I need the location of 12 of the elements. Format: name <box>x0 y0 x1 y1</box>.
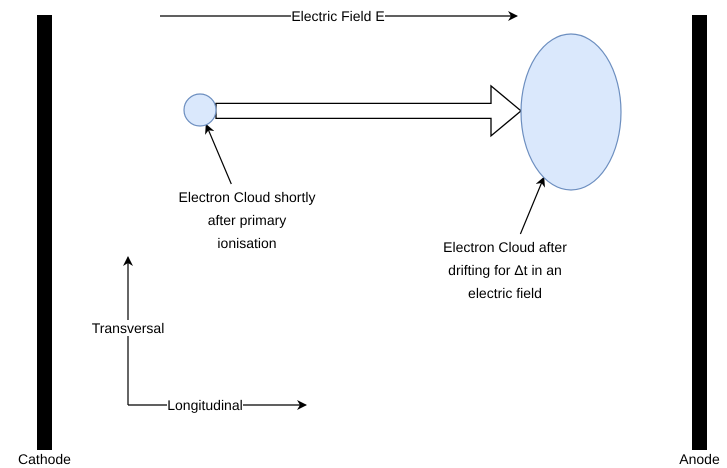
axis-label: Longitudinal <box>167 397 243 413</box>
annotation-text: Electron Cloud after drifting for Δt in an electric field <box>432 236 578 305</box>
field-label: Electric Field E <box>291 8 385 24</box>
electron-cloud <box>520 33 622 191</box>
drift-arrow <box>215 84 522 138</box>
electrode-label: Anode <box>679 451 720 467</box>
electron-cloud <box>183 93 217 127</box>
axis-label: Transversal <box>92 320 164 336</box>
leader-line <box>205 124 232 184</box>
annotation-text: Electron Cloud shortly after primary ionisation <box>177 186 317 255</box>
leader-line <box>520 176 545 234</box>
electrode-label: Cathode <box>18 451 71 467</box>
